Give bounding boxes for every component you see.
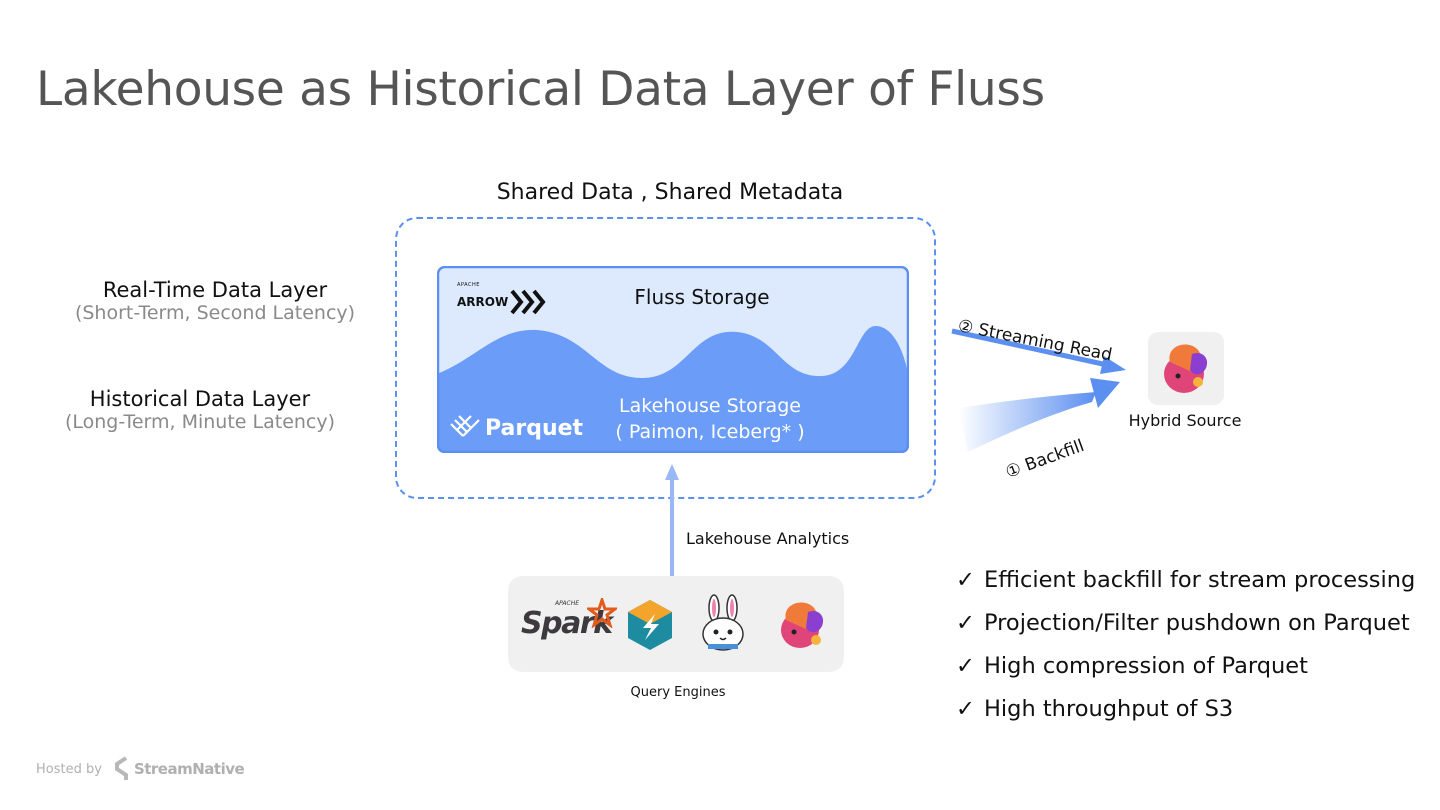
spark-logo: APACHE Spark: [521, 598, 621, 648]
benefit-item: ✓ High compression of Parquet: [956, 648, 1415, 691]
benefit-item: ✓ Efficient backfill for stream processin…: [956, 562, 1415, 605]
footer-hosted-by: Hosted by StreamNative: [36, 756, 245, 782]
arrow-logo-small: APACHE: [457, 282, 480, 288]
fluss-storage-label: Fluss Storage: [634, 285, 770, 309]
page-title: Lakehouse as Historical Data Layer of Fl…: [36, 62, 1045, 117]
parquet-logo-text: Parquet: [485, 415, 584, 441]
storage-wave-diagram: [437, 266, 909, 453]
benefit-text: Efficient backfill for stream processing: [984, 567, 1416, 593]
flink-squirrel-icon: [781, 602, 824, 648]
query-engines-panel: APACHE Spark: [508, 576, 844, 672]
benefit-text: High compression of Parquet: [984, 653, 1308, 679]
benefit-text: Projection/Filter pushdown on Parquet: [984, 610, 1410, 636]
flink-squirrel-icon: [1164, 344, 1208, 393]
hosted-by-text: Hosted by: [36, 761, 102, 777]
check-icon: ✓: [956, 696, 975, 722]
check-icon: ✓: [956, 610, 975, 636]
spark-star-icon: [587, 598, 617, 628]
realtime-layer-subtitle: (Short-Term, Second Latency): [74, 302, 356, 324]
backfill-arrow: [958, 378, 1120, 452]
shared-boundary: [395, 217, 936, 499]
query-engines-label: Query Engines: [630, 685, 726, 700]
benefits-list: ✓ Efficient backfill for stream processin…: [956, 562, 1415, 734]
historical-layer-subtitle: (Long-Term, Minute Latency): [64, 411, 336, 433]
check-icon: ✓: [956, 567, 975, 593]
hybrid-source-label: Hybrid Source: [1128, 411, 1242, 430]
lakehouse-storage-label: Lakehouse Storage ( Paimon, Iceberg* ): [580, 393, 840, 445]
shared-data-label: Shared Data , Shared Metadata: [496, 180, 844, 205]
streaming-read-label: ② Streaming Read: [956, 316, 1114, 366]
streamnative-icon: [114, 756, 128, 780]
benefit-item: ✓ Projection/Filter pushdown on Parquet: [956, 605, 1415, 648]
historical-layer-title: Historical Data Layer: [89, 387, 311, 411]
benefit-text: High throughput of S3: [984, 696, 1234, 722]
backfill-label: ① Backfill: [1003, 435, 1087, 483]
bunny-logo: [702, 594, 744, 651]
streamnative-brand: StreamNative: [133, 760, 245, 778]
lakehouse-analytics-label: Lakehouse Analytics: [686, 529, 850, 548]
parquet-icon: [450, 415, 480, 437]
historical-layer-label: Historical Data Layer (Long-Term, Minute…: [25, 387, 375, 433]
arrow-logo: APACHE ARROW: [457, 282, 548, 316]
hybrid-source-tile: [1148, 332, 1224, 405]
check-icon: ✓: [956, 653, 975, 679]
parquet-logo: Parquet: [449, 414, 583, 442]
storage-block: APACHE ARROW Fluss Storage Parquet Lakeh…: [437, 266, 909, 453]
lakehouse-storage-title: Lakehouse Storage: [619, 395, 801, 417]
lakehouse-storage-formats: ( Paimon, Iceberg* ): [615, 421, 805, 443]
arrow-logo-text: ARROW: [457, 288, 548, 316]
spark-logo-small: APACHE: [555, 600, 580, 607]
realtime-layer-title: Real-Time Data Layer: [102, 278, 328, 302]
starrocks-logo: [628, 600, 672, 650]
arrow-chevrons-icon: [510, 289, 546, 315]
benefit-item: ✓ High throughput of S3: [956, 691, 1415, 734]
realtime-layer-label: Real-Time Data Layer (Short-Term, Second…: [40, 278, 390, 324]
arrow-logo-word: ARROW: [457, 295, 509, 309]
